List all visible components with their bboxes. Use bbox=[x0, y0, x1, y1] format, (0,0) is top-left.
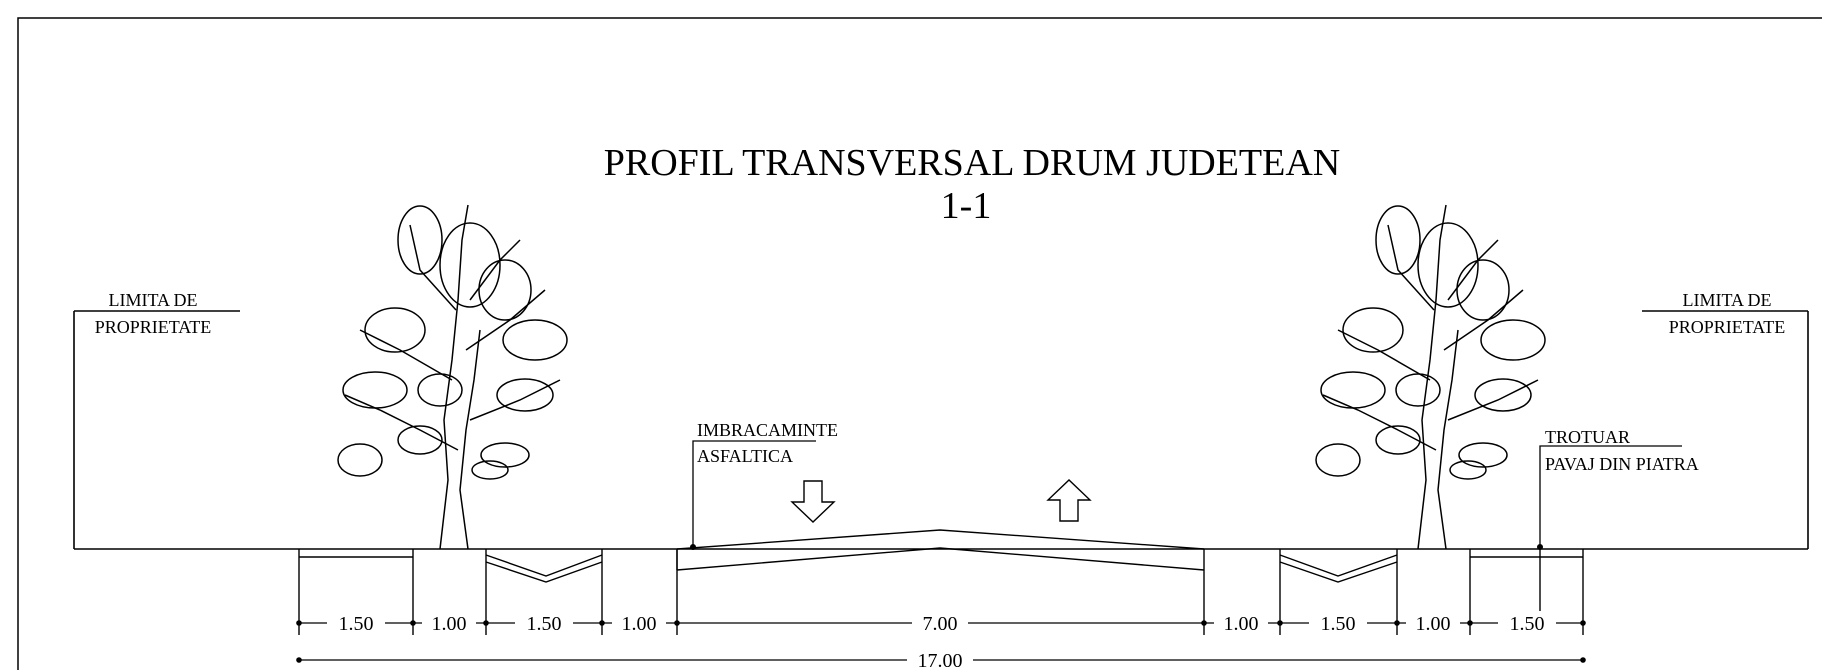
dimension-label: 1.00 bbox=[432, 613, 467, 635]
pavement-label-top: IMBRACAMINTE bbox=[697, 420, 838, 440]
ground-profile bbox=[73, 310, 1809, 550]
total-width-label: 17.00 bbox=[918, 650, 963, 670]
sidewalk-leader bbox=[1539, 445, 1682, 547]
arrow-down-icon bbox=[790, 480, 836, 523]
pavement-leader-dot bbox=[690, 544, 696, 550]
dimension-label: 1.50 bbox=[1321, 613, 1356, 635]
section-label: 1-1 bbox=[941, 185, 992, 227]
drawing-title: PROFIL TRANSVERSAL DRUM JUDETEAN bbox=[604, 142, 1341, 184]
dimension-label: 7.00 bbox=[923, 613, 958, 635]
dimension-label: 1.50 bbox=[1510, 613, 1545, 635]
property-limit-right-label-bottom: PROPRIETATE bbox=[1669, 317, 1786, 337]
dimension-tick bbox=[1580, 657, 1586, 663]
dimension-label: 1.00 bbox=[622, 613, 657, 635]
dimension-ticks bbox=[296, 620, 1586, 626]
tree-left-icon bbox=[337, 204, 568, 550]
sidewalk-label-bottom: PAVAJ DIN PIATRA bbox=[1545, 454, 1699, 474]
dimension-label: 1.50 bbox=[339, 613, 374, 635]
dimension-label: 1.00 bbox=[1224, 613, 1259, 635]
property-limit-left-label-top: LIMITA DE bbox=[108, 290, 197, 310]
property-limit-left-label-bottom: PROPRIETATE bbox=[95, 317, 212, 337]
arrow-up-icon bbox=[1046, 479, 1092, 522]
dimension-label: 1.00 bbox=[1416, 613, 1451, 635]
tree-right-icon bbox=[1315, 204, 1546, 550]
sidewalk-leader-dot bbox=[1537, 544, 1543, 550]
pavement-label-bottom: ASFALTICA bbox=[697, 446, 793, 466]
property-limit-right-label-top: LIMITA DE bbox=[1682, 290, 1771, 310]
drawing-frame bbox=[17, 17, 1822, 670]
sidewalk-label-top: TROTUAR bbox=[1545, 427, 1630, 447]
pavement-leader bbox=[692, 440, 816, 547]
dimension-label: 1.50 bbox=[527, 613, 562, 635]
dimension-tick bbox=[296, 657, 302, 663]
